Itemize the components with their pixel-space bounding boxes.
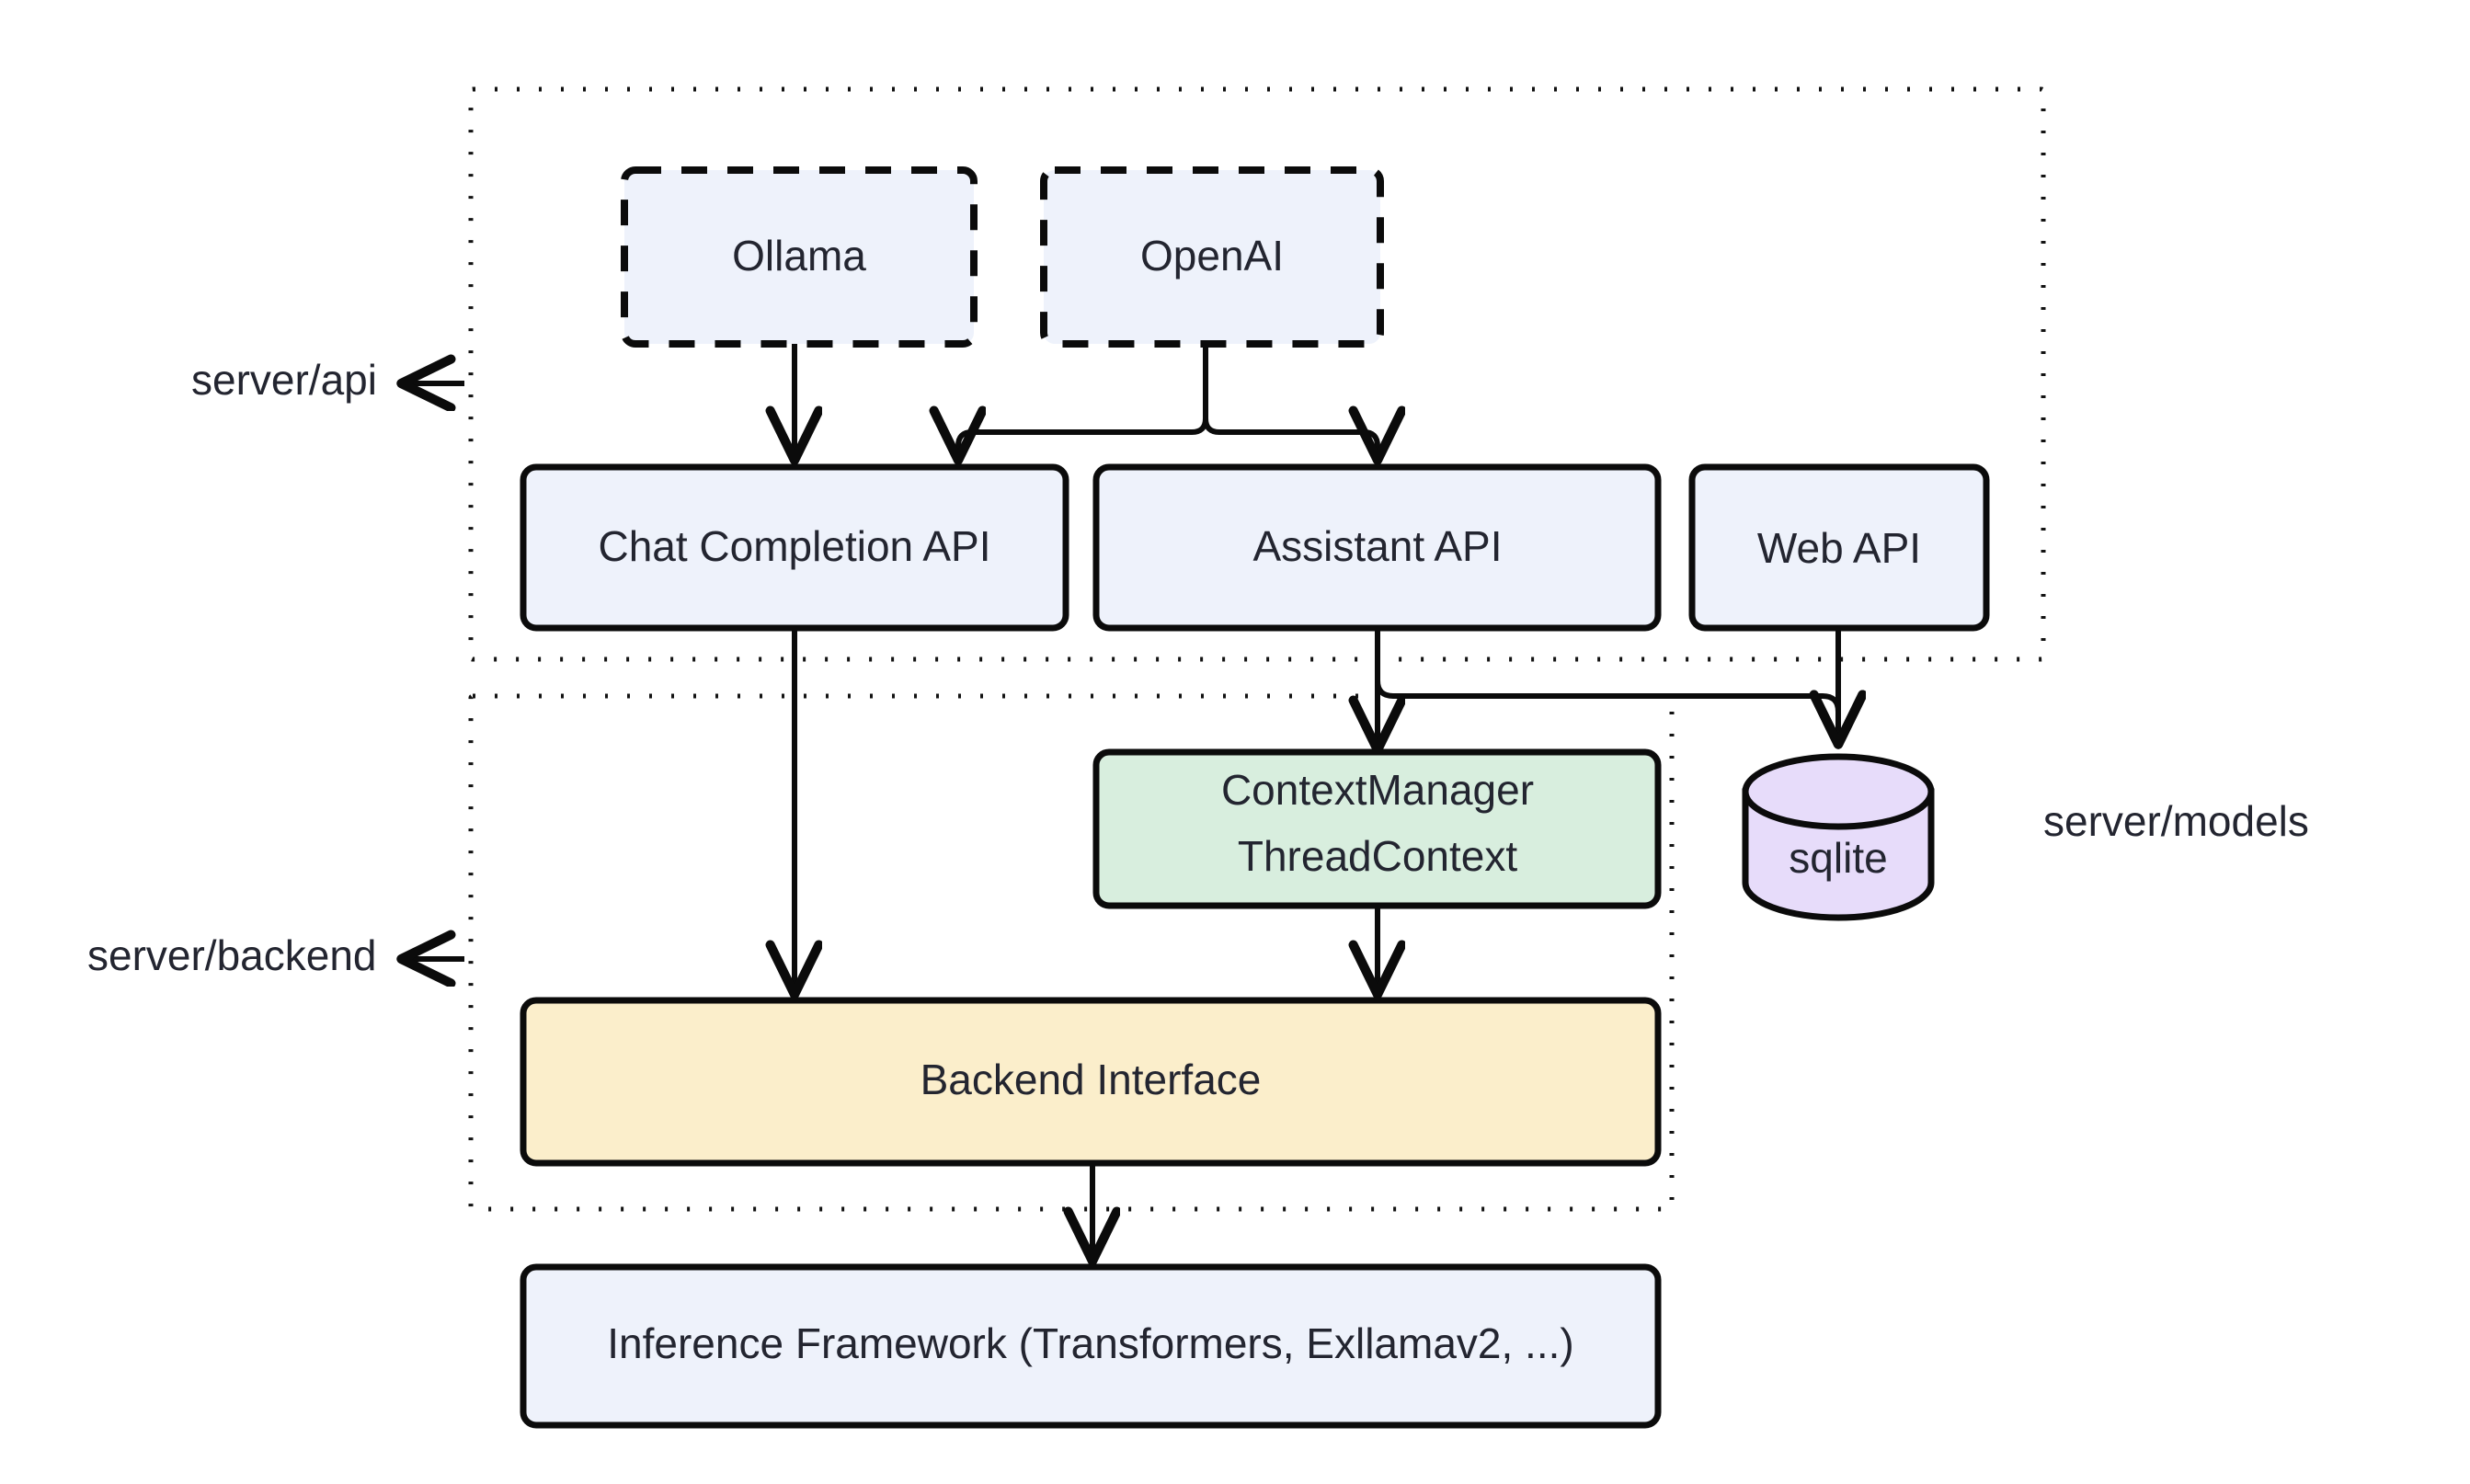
node-assistant-api[interactable]: Assistant API	[1092, 463, 1662, 632]
node-web-api-label: Web API	[1757, 524, 1921, 572]
node-ollama-shape[interactable]	[621, 166, 978, 348]
node-sqlite[interactable]: sqlite	[1742, 753, 1935, 921]
node-openai-label: OpenAI	[1140, 232, 1284, 280]
group-container-server-api	[468, 86, 2046, 662]
node-assistant-api-shape[interactable]	[1092, 463, 1662, 632]
node-assistant-api-label: Assistant API	[1252, 522, 1502, 570]
node-ollama-label: Ollama	[732, 232, 866, 280]
node-sqlite-label: sqlite	[1789, 834, 1887, 882]
node-inference-framework-shape[interactable]	[520, 1263, 1662, 1429]
node-context-manager[interactable]: ContextManager ThreadContext	[1092, 748, 1662, 909]
group-container-server-backend	[468, 693, 1675, 1212]
node-chat-completion-api-label: Chat Completion API	[598, 522, 990, 570]
node-backend-interface-label: Backend Interface	[921, 1056, 1262, 1103]
node-context-manager-label-line1: ContextManager	[1221, 766, 1534, 814]
node-inference-framework-label: Inference Framework (Transformers, Exlla…	[607, 1319, 1573, 1367]
node-openai[interactable]: OpenAI	[1040, 166, 1384, 348]
group-label-server-backend: server/backend	[87, 931, 377, 979]
node-web-api[interactable]: Web API	[1688, 463, 1990, 632]
group-label-server-api: server/api	[191, 356, 377, 404]
node-chat-completion-api[interactable]: Chat Completion API	[520, 463, 1069, 632]
node-chat-completion-api-shape[interactable]	[520, 463, 1069, 632]
node-inference-framework[interactable]: Inference Framework (Transformers, Exlla…	[520, 1263, 1662, 1429]
node-backend-interface-shape[interactable]	[520, 997, 1662, 1167]
node-backend-interface[interactable]: Backend Interface	[520, 997, 1662, 1167]
node-openai-shape[interactable]	[1040, 166, 1384, 348]
edge-openai-to-chat-completion-api	[958, 344, 1208, 457]
node-context-manager-label-line2: ThreadContext	[1238, 832, 1517, 880]
node-ollama[interactable]: Ollama	[621, 166, 978, 348]
edge-assistant-api-to-sqlite	[1375, 628, 1838, 741]
node-sqlite-top	[1742, 753, 1935, 830]
edge-openai-to-assistant-api	[1203, 344, 1378, 457]
node-context-manager-shape[interactable]	[1092, 748, 1662, 909]
node-web-api-shape[interactable]	[1688, 463, 1990, 632]
group-label-server-models: server/models	[2043, 797, 2309, 845]
